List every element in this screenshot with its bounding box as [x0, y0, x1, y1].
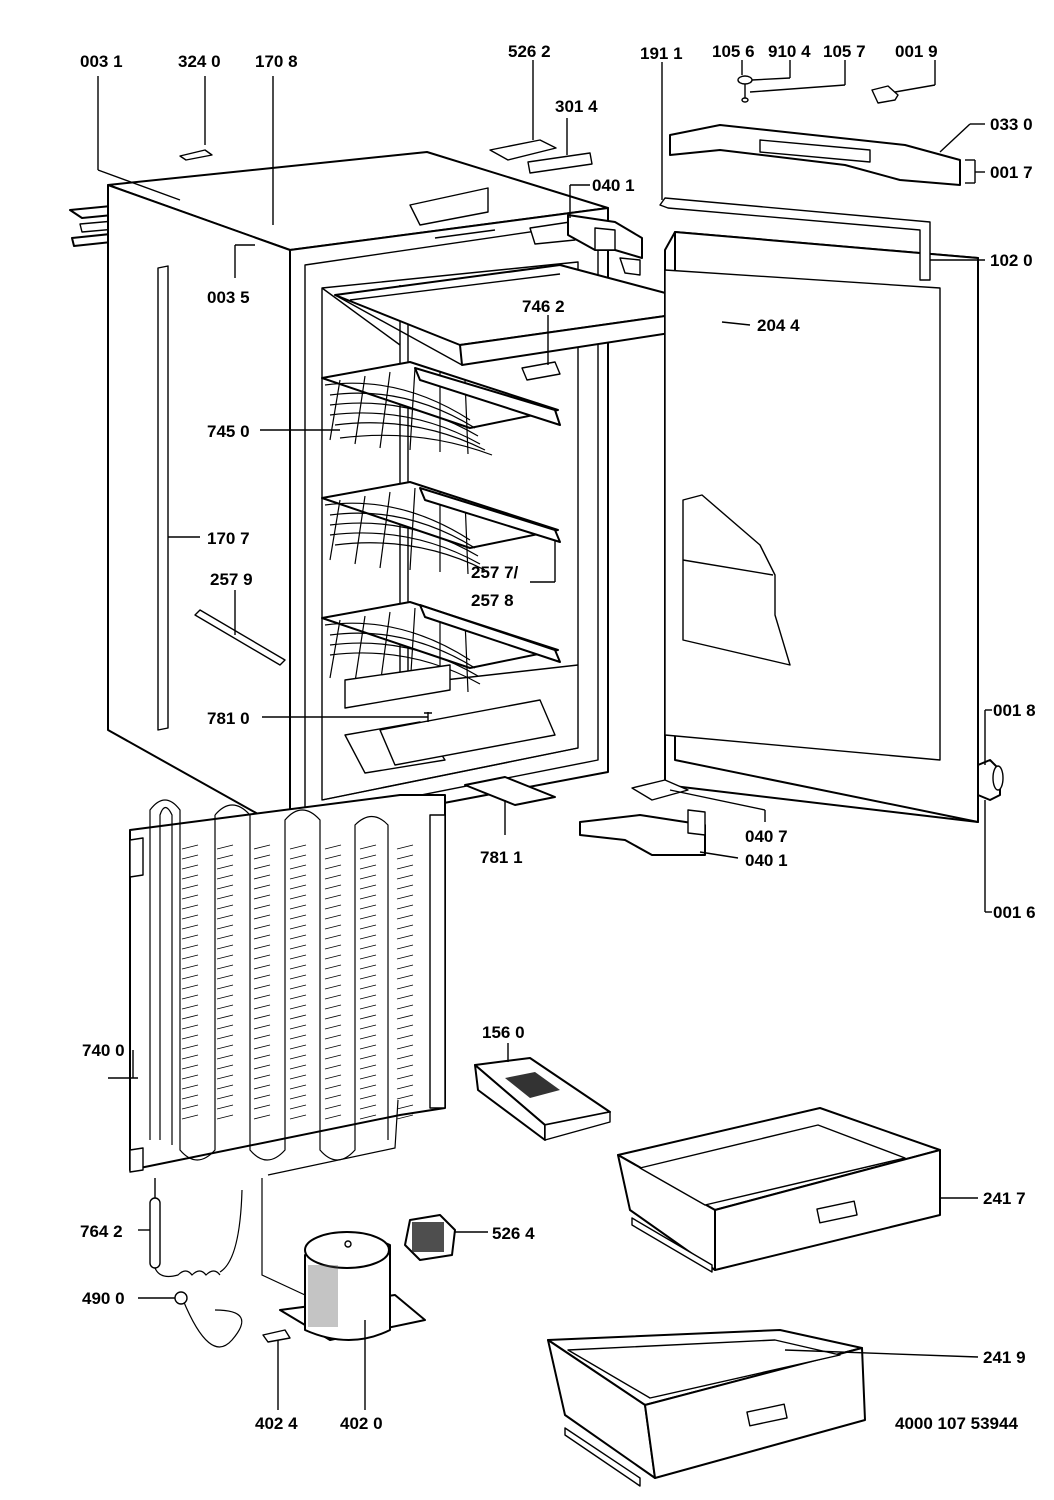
bottom-hinge	[579, 809, 706, 856]
part-526-2	[489, 139, 557, 161]
callout-170-8: 170 8	[255, 52, 298, 71]
part-324-0	[179, 149, 213, 161]
drawer-241-9	[547, 1329, 866, 1487]
callout-204-4: 204 4	[757, 316, 800, 335]
part-781-1	[464, 776, 556, 806]
power-cord	[182, 1299, 243, 1348]
callout-740-0: 740 0	[82, 1041, 125, 1060]
callout-001-9: 001 9	[895, 42, 938, 61]
callout-105-7: 105 7	[823, 42, 866, 61]
part-746-2	[521, 361, 561, 381]
top-hinge	[567, 214, 643, 276]
ice-tray	[474, 1057, 611, 1141]
wire-shelf-2	[321, 481, 561, 575]
callout-764-2: 764 2	[80, 1222, 123, 1241]
door-latch	[977, 759, 1004, 801]
part-040-7	[631, 779, 689, 801]
callout-102-0: 102 0	[990, 251, 1033, 270]
callout-257-8: 257 8	[471, 591, 514, 610]
leader-lines	[97, 60, 992, 1410]
callout-402-4: 402 4	[255, 1414, 298, 1433]
callout-257-7: 257 7/	[471, 563, 519, 582]
callout-745-0: 745 0	[207, 422, 250, 441]
glass-shelf	[334, 264, 723, 366]
relay	[404, 1214, 456, 1261]
compressor	[279, 1231, 426, 1341]
callout-040-1-bottom: 040 1	[745, 851, 788, 870]
callout-301-4: 301 4	[555, 97, 598, 116]
callout-001-6: 001 6	[993, 903, 1036, 922]
callout-105-6: 105 6	[712, 42, 755, 61]
door-gasket	[659, 197, 931, 281]
drawing-number: 4000 107 53944	[895, 1414, 1018, 1433]
callout-001-8: 001 8	[993, 701, 1036, 720]
callout-324-0: 324 0	[178, 52, 221, 71]
door	[664, 231, 979, 823]
part-257-9	[194, 609, 286, 666]
pipe-line-2	[267, 1099, 399, 1176]
callout-241-7: 241 7	[983, 1189, 1026, 1208]
screw-105-6	[737, 75, 753, 103]
callout-490-0: 490 0	[82, 1289, 125, 1308]
wire-shelf-1	[321, 361, 561, 456]
callout-040-7: 040 7	[745, 827, 788, 846]
callout-910-4: 910 4	[768, 42, 811, 61]
callout-241-9: 241 9	[983, 1348, 1026, 1367]
wire-shelf-3	[321, 601, 561, 709]
callout-402-0: 402 0	[340, 1414, 383, 1433]
callout-781-0: 781 0	[207, 709, 250, 728]
callout-170-7: 170 7	[207, 529, 250, 548]
part-402-4	[262, 1329, 291, 1343]
callout-746-2: 746 2	[522, 297, 565, 316]
callout-003-1: 003 1	[80, 52, 123, 71]
callout-191-1: 191 1	[640, 44, 683, 63]
callout-033-0: 033 0	[990, 115, 1033, 134]
part-301-4	[527, 152, 593, 174]
callout-257-9: 257 9	[210, 570, 253, 589]
callout-001-7: 001 7	[990, 163, 1033, 182]
part-001-9	[871, 85, 899, 104]
callout-040-1-top: 040 1	[592, 176, 635, 195]
pipe-line	[261, 1178, 306, 1296]
callout-156-0: 156 0	[482, 1023, 525, 1042]
condenser	[129, 794, 446, 1173]
callout-003-5: 003 5	[207, 288, 250, 307]
callout-526-2: 526 2	[508, 42, 551, 61]
drawer-241-7	[617, 1107, 941, 1273]
top-bracket	[669, 124, 976, 186]
callout-526-4: 526 4	[492, 1224, 535, 1243]
drier-filter	[149, 1178, 243, 1278]
callout-781-1: 781 1	[480, 848, 523, 867]
plug	[174, 1291, 188, 1305]
